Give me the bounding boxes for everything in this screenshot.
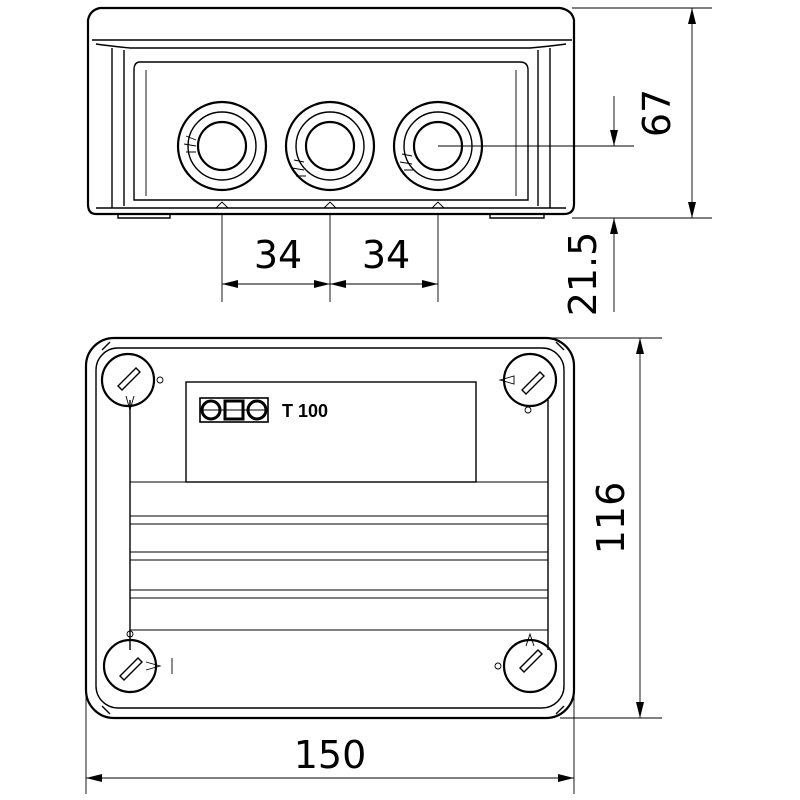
cable-entry-1 (176, 100, 268, 192)
corner-screw-bottom-left (102, 630, 173, 694)
dim-depth-label: 116 (589, 482, 633, 555)
model-label: T 100 (282, 401, 328, 421)
top-view-housing-outline (84, 336, 576, 720)
front-view-entry-marks (215, 201, 445, 209)
front-view-inner-panel (133, 61, 529, 201)
cable-entry-2 (284, 100, 376, 192)
front-view (86, 6, 576, 219)
corner-screw-top-right (498, 352, 558, 414)
top-dimensions: 116 150 (85, 337, 662, 794)
front-view-lid-band (92, 39, 572, 49)
corner-screw-bottom-right (494, 632, 558, 694)
front-view-base-edge (96, 207, 566, 219)
obo-logo (199, 397, 269, 423)
front-view-housing-outline (86, 6, 576, 216)
top-view: T 100 (84, 336, 576, 720)
dim-spacing-right-label: 34 (362, 233, 410, 277)
lid-ribs (130, 481, 548, 631)
label-field (185, 381, 477, 483)
dim-entry-height-label: 21.5 (561, 232, 605, 317)
dim-spacing-left-label: 34 (254, 233, 302, 277)
top-view-lid-edge (95, 347, 565, 709)
dim-width-label: 150 (294, 733, 367, 777)
front-dimensions: 67 21.5 34 34 (221, 7, 712, 317)
top-view-corner-notches (101, 341, 565, 715)
dim-overall-height-label: 67 (635, 89, 679, 137)
corner-screw-top-left (100, 352, 164, 412)
